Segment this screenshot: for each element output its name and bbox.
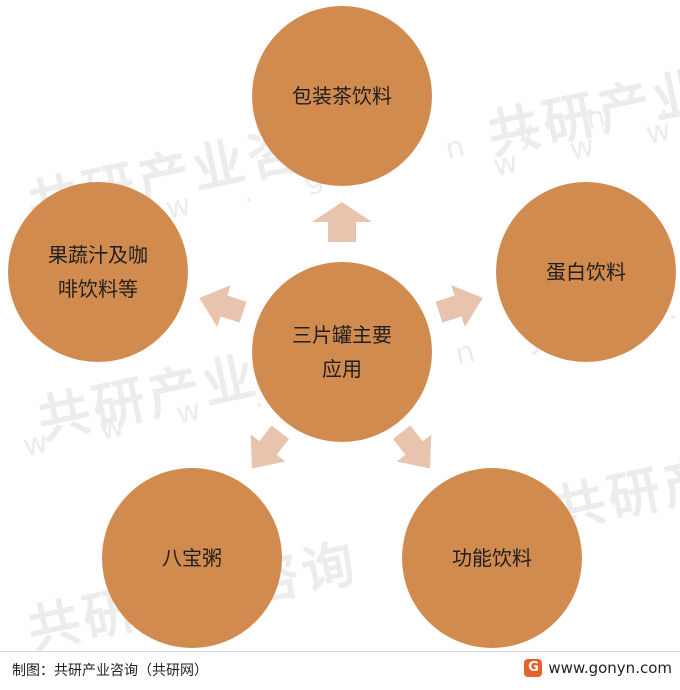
arrow-right-icon [435,285,483,327]
gonyn-logo-icon: G [524,659,543,677]
arrows-layer [199,202,483,469]
footer-source: 制图：共研产业咨询（共研网） [12,663,208,679]
node-bottom-right: 功能饮料 [402,468,582,648]
node-top: 包装茶饮料 [252,6,432,186]
arrow-bottom-left-icon [250,425,289,469]
node-right-label: 蛋白饮料 [546,260,626,284]
footer-divider [0,651,680,652]
node-bottom-left-label: 八宝粥 [162,546,222,570]
node-center-label-line2: 应用 [322,357,362,381]
arrow-bottom-right-icon [393,425,432,469]
node-left-label-line2: 啡饮料等 [58,277,138,301]
node-bottom-left: 八宝粥 [102,468,282,648]
node-left-label-line1: 果蔬汁及咖 [48,243,148,267]
node-right: 蛋白饮料 [496,182,676,362]
node-left: 果蔬汁及咖 啡饮料等 [8,182,188,362]
arrow-up-icon [312,202,372,242]
footer-website-link[interactable]: www.gonyn.com [548,659,672,677]
node-top-label: 包装茶饮料 [292,84,392,108]
node-center: 三片罐主要 应用 [252,262,432,442]
footer-website-group[interactable]: G www.gonyn.com [524,659,672,677]
node-bottom-right-label: 功能饮料 [452,546,532,570]
arrow-left-icon [199,285,247,327]
node-center-label-line1: 三片罐主要 [292,323,392,347]
